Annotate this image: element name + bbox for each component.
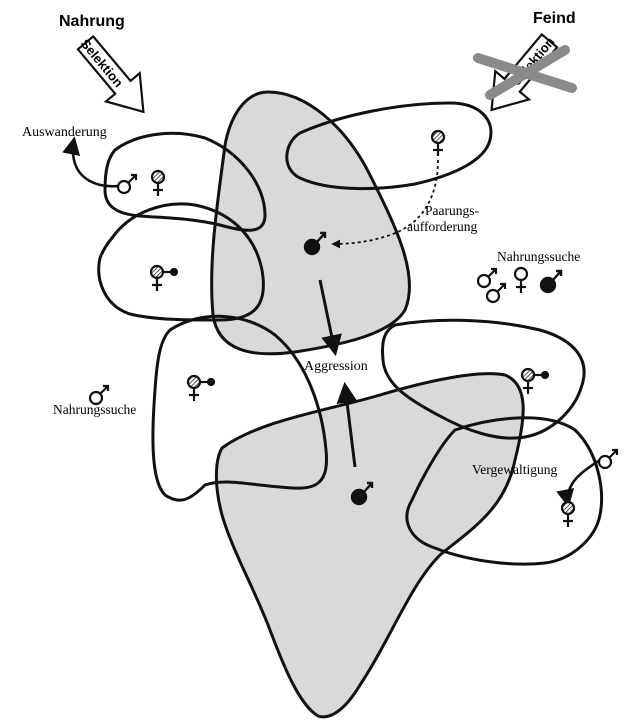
territorial-male-symbol <box>350 481 374 506</box>
territory-shaded-lower <box>214 372 525 719</box>
hatched-female-symbol <box>560 500 576 527</box>
mated-female-symbol <box>149 264 179 291</box>
male-symbol <box>485 282 507 304</box>
selection-arrow-left: Selektion <box>76 34 145 114</box>
aggression-arrow-up <box>336 381 358 468</box>
territory-right-middle <box>381 318 586 440</box>
territory-lower-left <box>151 314 328 502</box>
female-symbol <box>513 266 529 293</box>
nahrung-title: Nahrung <box>59 13 125 30</box>
paarung-arrow <box>331 159 439 249</box>
territorial-male-symbol <box>539 269 563 294</box>
feind-title: Feind <box>533 10 576 27</box>
nahrungssuche-right-label: Nahrungssuche <box>497 249 580 264</box>
male-symbol <box>116 173 138 195</box>
territory-upper-right <box>285 101 493 191</box>
aggression-label: Aggression <box>304 359 368 374</box>
aggression-arrow-down <box>318 279 342 357</box>
male-symbol <box>476 267 498 289</box>
paarungs-label-line1: Paarungs- <box>425 203 479 218</box>
territorial-male-symbol <box>303 231 327 256</box>
territory-middle-left <box>97 202 265 322</box>
hatched-female-symbol <box>430 129 446 156</box>
hatched-female-symbol <box>150 169 166 196</box>
mated-female-symbol <box>186 374 216 401</box>
nahrungssuche-left-label: Nahrungssuche <box>53 402 136 417</box>
selektion-label-left: Selektion <box>78 36 127 90</box>
male-symbol <box>88 384 110 406</box>
auswanderung-label: Auswanderung <box>22 125 107 140</box>
vergewaltigung-arrow <box>556 458 601 508</box>
vergewaltigung-label: Vergewaltigung <box>472 462 557 477</box>
territory-shaded-upper <box>210 90 411 356</box>
mated-female-symbol <box>520 367 550 394</box>
territory-upper-left <box>103 131 267 232</box>
territory-lower-right <box>405 416 604 566</box>
paarungs-label-line2: aufforderung <box>407 219 477 234</box>
auswanderung-arrow <box>62 136 119 188</box>
male-symbol <box>597 448 619 470</box>
cross-out-mark <box>473 45 577 100</box>
